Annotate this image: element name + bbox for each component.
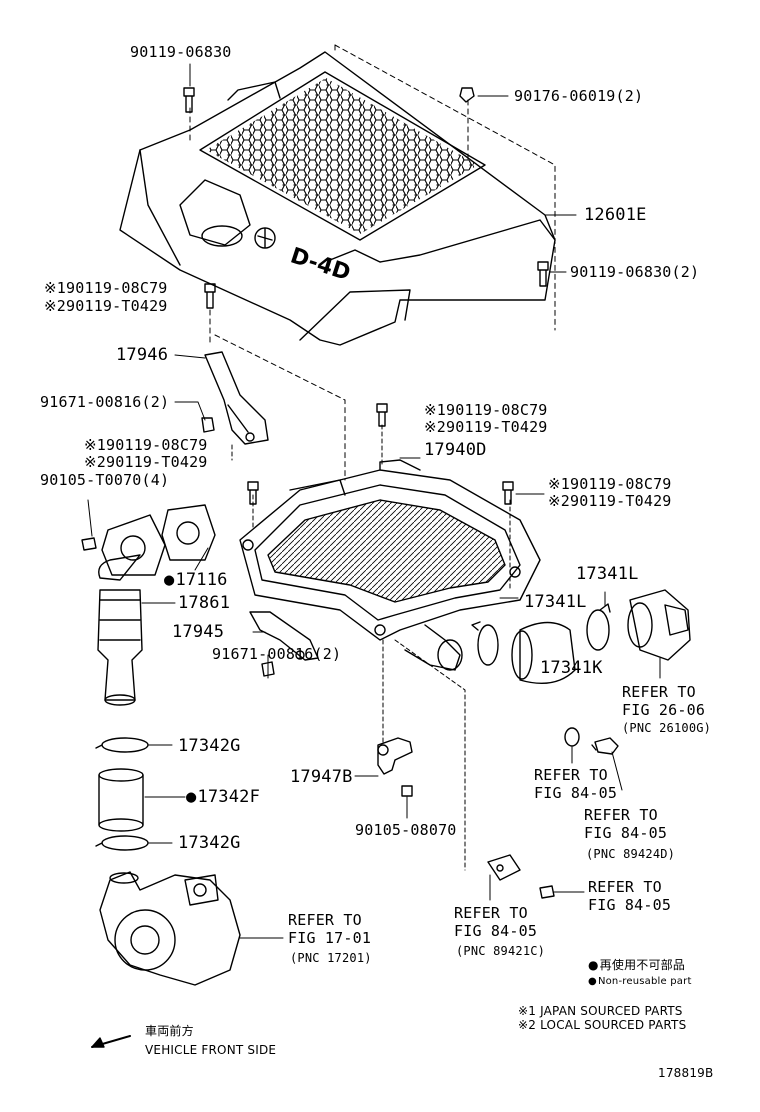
hose-17342f	[98, 768, 144, 832]
bracket-17946	[204, 351, 269, 445]
vehicle-front-jp: 車両前方	[145, 1024, 194, 1038]
part-note-1: ※190119-08C79	[44, 279, 168, 297]
bolt-icon	[81, 537, 97, 551]
ref-fig-84-05: REFER TO	[454, 904, 528, 922]
bolt-icon	[502, 481, 514, 505]
part-17341l: 17341L	[524, 592, 587, 612]
bolt-icon	[401, 785, 413, 797]
legend-note-1: ※1 JAPAN SOURCED PARTS	[518, 1004, 683, 1018]
part-17116: 17116	[164, 571, 228, 590]
vehicle-front-arrow-icon	[91, 1035, 131, 1048]
bolt-icon	[537, 261, 549, 287]
part-note-2: ※290119-T0429	[44, 297, 168, 315]
legend-nonreusable-en: Non-reusable part	[588, 975, 692, 989]
part-17341k: 17341K	[540, 658, 603, 678]
bolt-icon	[204, 283, 216, 309]
bolt-icon	[376, 403, 388, 427]
part-90119-06830-2: 90119-06830(2)	[570, 263, 700, 281]
ref-fig-17-01: FIG 17-01	[288, 929, 372, 947]
engine-cover	[119, 51, 556, 346]
sensor-17947b	[377, 737, 413, 775]
bolt-icon	[183, 87, 195, 113]
ref-pnc-17201: (PNC 17201)	[290, 951, 372, 965]
ref-pnc-89424d: (PNC 89424D)	[586, 847, 676, 861]
bolt-icon	[261, 661, 275, 677]
ref-fig-84-05: FIG 84-05	[584, 824, 668, 842]
part-note-1: ※190119-08C79	[84, 436, 208, 454]
part-91671-00816: 91671-00816(2)	[212, 645, 342, 663]
figure-id: 178819B	[658, 1066, 714, 1080]
ref-fig-84-05: REFER TO	[584, 806, 658, 824]
part-note-1: ※190119-08C79	[424, 401, 548, 419]
ref-fig-84-05: FIG 84-05	[454, 922, 538, 940]
intercooler-17940d	[239, 459, 541, 671]
clamp-17342g	[95, 835, 149, 851]
part-17947b: 17947B	[290, 767, 353, 787]
ref-fig-84-05: FIG 84-05	[534, 784, 618, 802]
part-17342f: 17342F	[186, 788, 260, 807]
ref-pnc-89421c: (PNC 89421C)	[456, 944, 546, 958]
ref-fig-84-05: REFER TO	[534, 766, 608, 784]
part-17946: 17946	[116, 345, 169, 365]
turbocharger	[99, 871, 241, 986]
ref-fig-84-05: FIG 84-05	[588, 896, 672, 914]
legend-nonreusable-jp: 再使用不可部品	[588, 958, 685, 972]
part-17342g: 17342G	[178, 736, 241, 756]
part-note-2: ※290119-T0429	[424, 418, 548, 436]
part-note-1: ※190119-08C79	[548, 475, 672, 493]
ref-pnc-26100g: (PNC 26100G)	[622, 721, 712, 735]
flange-17116	[101, 504, 216, 576]
pressure-sensor	[591, 737, 619, 755]
sensor-89421c	[487, 854, 521, 881]
part-90176-06019: 90176-06019(2)	[514, 87, 644, 105]
clamp-17342g	[95, 737, 149, 753]
clamp-17341l	[471, 621, 499, 666]
bolt-icon	[247, 481, 259, 505]
clamp-17341l	[586, 603, 611, 651]
part-17940d: 17940D	[424, 440, 487, 460]
part-90105-08070: 90105-08070	[355, 821, 457, 839]
bolt-icon	[459, 87, 475, 103]
part-note-2: ※290119-T0429	[84, 453, 208, 471]
ref-fig-17-01: REFER TO	[288, 911, 362, 929]
hose-17341k	[511, 621, 576, 684]
part-17342g: 17342G	[178, 833, 241, 853]
ref-fig-84-05: REFER TO	[588, 878, 662, 896]
throttle-body	[627, 589, 691, 661]
part-90105-t0070: 90105-T0070(4)	[40, 471, 170, 489]
part-91671-00816: 91671-00816(2)	[40, 393, 170, 411]
washer	[564, 727, 580, 747]
part-note-2: ※290119-T0429	[548, 492, 672, 510]
part-17861: 17861	[178, 593, 231, 613]
part-17945: 17945	[172, 622, 225, 642]
part-17341l: 17341L	[576, 564, 639, 584]
vehicle-front-en: VEHICLE FRONT SIDE	[145, 1043, 277, 1057]
cover-logo: D-4D	[287, 243, 353, 286]
part-90119-06830: 90119-06830	[130, 43, 232, 61]
bolt-icon	[539, 885, 555, 899]
part-12601e: 12601E	[584, 205, 647, 225]
ref-fig-26-06: REFER TO	[622, 683, 696, 701]
ref-fig-26-06: FIG 26-06	[622, 701, 706, 719]
legend-note-2: ※2 LOCAL SOURCED PARTS	[518, 1018, 687, 1032]
hose-17861	[97, 554, 143, 706]
bolt-icon	[201, 417, 215, 433]
